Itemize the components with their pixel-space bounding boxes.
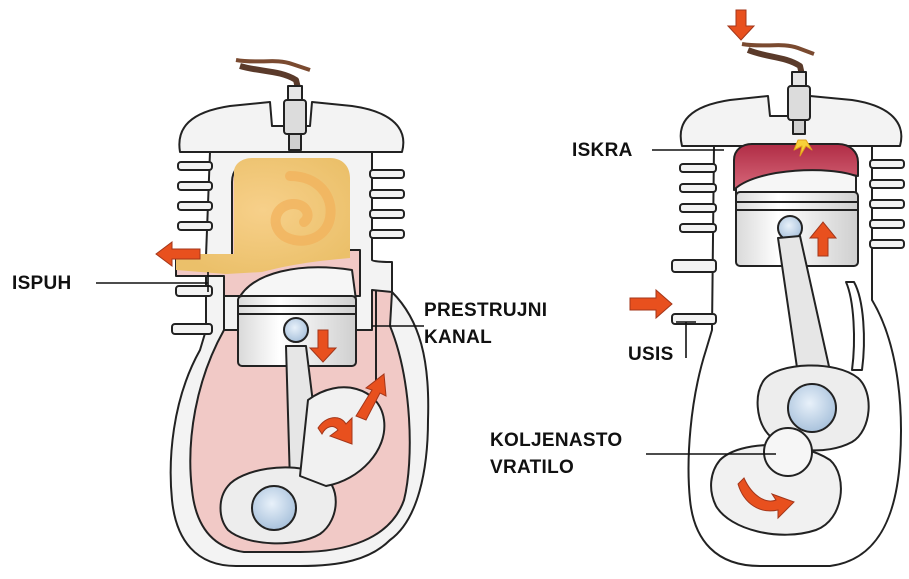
right-crankshaft-center xyxy=(764,428,812,476)
intake-arrow-icon xyxy=(630,290,672,318)
label-crankshaft-line2: VRATILO xyxy=(490,457,574,479)
left-engine xyxy=(171,60,429,566)
label-intake: USIS xyxy=(628,344,674,366)
label-spark: ISKRA xyxy=(572,140,633,162)
label-exhaust: ISPUH xyxy=(12,273,72,295)
label-transfer-channel-line2: KANAL xyxy=(424,327,492,349)
left-crankpin xyxy=(252,486,296,530)
right-cooling-fins-left xyxy=(672,164,716,324)
label-transfer-channel-line1: PRESTRUJNI xyxy=(424,300,547,322)
right-engine xyxy=(672,44,904,566)
label-crankshaft-line1: KOLJENASTO xyxy=(490,430,623,452)
ignition-arrow-icon xyxy=(728,10,754,40)
left-cooling-fins-right xyxy=(370,170,404,238)
right-crankpin xyxy=(788,384,836,432)
left-combustion-gas xyxy=(176,158,350,274)
right-cooling-fins-right xyxy=(870,160,904,248)
